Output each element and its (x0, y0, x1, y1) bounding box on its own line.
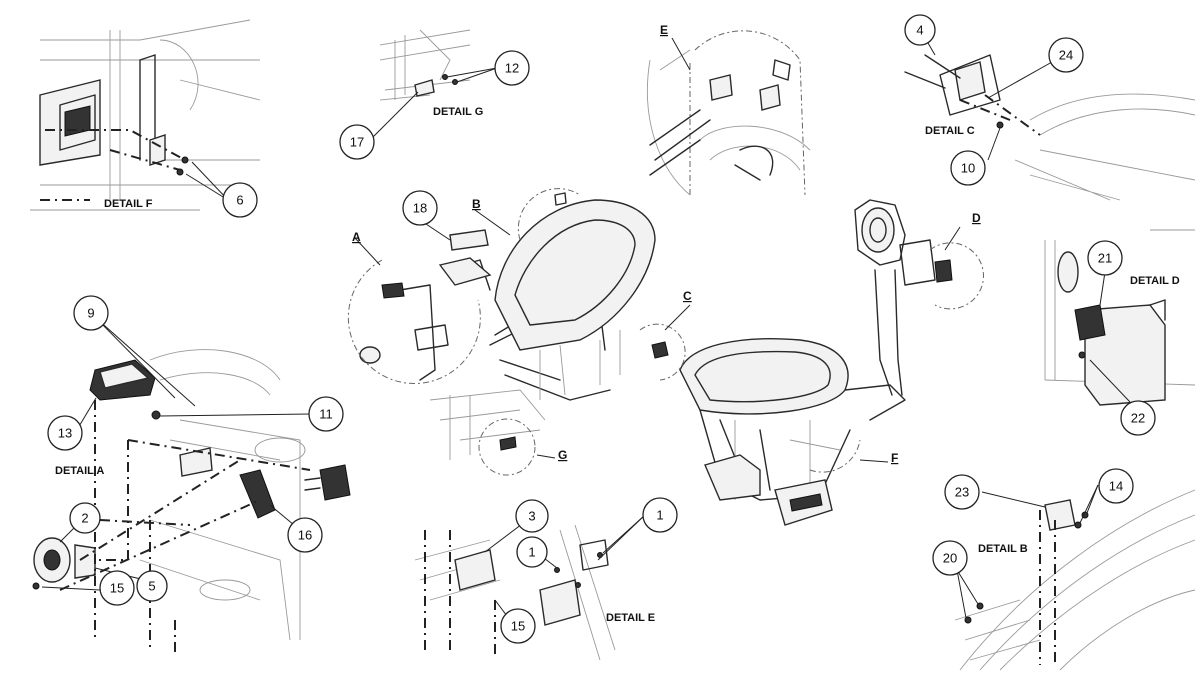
svg-text:1: 1 (528, 545, 535, 560)
detail-c-view (904, 42, 1196, 201)
detail-c-label: DETAIL C (925, 125, 975, 137)
callout-1-right: 1 (642, 497, 678, 533)
svg-text:21: 21 (1098, 251, 1112, 266)
svg-text:6: 6 (236, 193, 243, 208)
view-letter-b: B (472, 197, 481, 211)
callout-20: 20 (932, 540, 968, 576)
detail-d-label: DETAIL D (1130, 275, 1180, 287)
callout-18: 18 (402, 190, 438, 226)
main-frame-assembly-left (347, 188, 656, 476)
view-letter-f: F (891, 451, 898, 465)
svg-text:13: 13 (58, 426, 72, 441)
callout-14: 14 (1098, 468, 1134, 504)
callout-9: 9 (73, 295, 109, 331)
detail-f-view (30, 19, 261, 211)
detail-e-lower-view (414, 514, 646, 661)
svg-text:23: 23 (955, 485, 969, 500)
svg-text:11: 11 (319, 407, 333, 422)
svg-text:4: 4 (916, 23, 923, 38)
callout-3: 3 (515, 499, 549, 533)
svg-text:17: 17 (350, 135, 364, 150)
svg-text:24: 24 (1059, 48, 1073, 63)
callout-12: 12 (494, 50, 530, 86)
view-letter-e: E (660, 23, 668, 37)
svg-text:14: 14 (1109, 479, 1123, 494)
callout-5: 5 (136, 570, 168, 602)
callout-2: 2 (69, 502, 101, 534)
callout-22: 22 (1120, 400, 1156, 436)
view-letter-c: C (683, 289, 692, 303)
svg-text:15: 15 (110, 581, 124, 596)
svg-text:2: 2 (81, 511, 88, 526)
svg-text:3: 3 (528, 509, 535, 524)
detail-g-label: DETAIL G (433, 106, 483, 118)
svg-text:5: 5 (148, 579, 155, 594)
callout-13: 13 (47, 415, 83, 451)
svg-text:12: 12 (505, 61, 519, 76)
svg-text:20: 20 (943, 551, 957, 566)
svg-text:1: 1 (656, 508, 663, 523)
callout-21: 21 (1087, 240, 1123, 276)
svg-text:22: 22 (1131, 411, 1145, 426)
svg-text:10: 10 (961, 161, 975, 176)
callout-10: 10 (950, 150, 986, 186)
detail-b-view (954, 484, 1196, 671)
callout-11: 11 (308, 396, 344, 432)
main-frame-assembly-right (639, 199, 984, 526)
callout-17: 17 (339, 124, 375, 160)
detail-e-view (646, 30, 811, 196)
detail-a-label: DETAIL A (55, 465, 104, 477)
callout-15-left: 15 (99, 570, 135, 606)
callout-6: 6 (222, 182, 258, 218)
svg-text:15: 15 (511, 619, 525, 634)
view-letter-a: A (352, 230, 361, 244)
callout-1-left: 1 (516, 536, 548, 568)
detail-d-view (1044, 229, 1196, 406)
detail-e-label: DETAIL E (606, 612, 655, 624)
detail-g-view (371, 29, 498, 139)
callout-23: 23 (944, 474, 980, 510)
callout-16: 16 (287, 517, 323, 553)
svg-text:16: 16 (298, 528, 312, 543)
detail-b-label: DETAIL B (978, 543, 1028, 555)
detail-f-label: DETAIL F (104, 198, 153, 210)
callout-24: 24 (1048, 37, 1084, 73)
callout-15-center: 15 (500, 608, 536, 644)
view-letter-d: D (972, 211, 981, 225)
callout-4: 4 (904, 14, 936, 46)
svg-text:9: 9 (87, 306, 94, 321)
svg-text:18: 18 (413, 201, 427, 216)
view-letter-g: G (558, 448, 567, 462)
detail-a-view (32, 317, 351, 655)
